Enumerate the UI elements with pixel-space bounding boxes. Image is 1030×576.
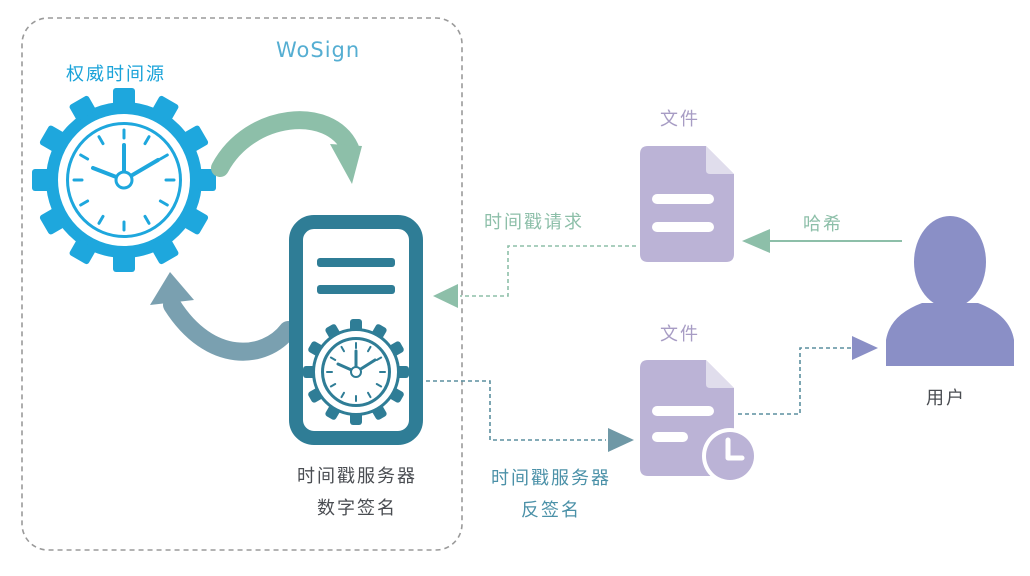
tsa-server-label-line1: 时间戳服务器	[297, 466, 417, 487]
sync-arrow-to-clock	[150, 272, 297, 361]
file-document-icon	[640, 146, 734, 262]
hash-label: 哈希	[803, 214, 843, 235]
return-signature-label-line1: 时间戳服务器	[491, 468, 611, 489]
user-icon	[886, 216, 1014, 366]
wosign-box-title: WoSign	[276, 38, 361, 62]
authority-clock-gear-icon	[32, 88, 216, 272]
return-signature-label-line2: 反签名	[521, 500, 581, 521]
hash-arrow	[742, 229, 902, 253]
signed-file-document-icon	[640, 360, 758, 484]
timestamp-request-connector	[433, 245, 636, 308]
file-bottom-label: 文件	[660, 324, 700, 345]
file-top-label: 文件	[660, 109, 700, 130]
user-label: 用户	[926, 388, 966, 409]
timestamp-server-icon	[289, 215, 423, 445]
authority-source-label: 权威时间源	[66, 64, 166, 85]
timestamp-request-label: 时间戳请求	[484, 212, 584, 233]
wosign-boundary-box	[21, 17, 463, 551]
signed-file-to-user-connector	[738, 336, 878, 415]
sync-arrow-to-server	[211, 111, 362, 184]
timestamp-response-connector	[426, 380, 634, 452]
tsa-server-label-line2: 数字签名	[317, 498, 397, 519]
